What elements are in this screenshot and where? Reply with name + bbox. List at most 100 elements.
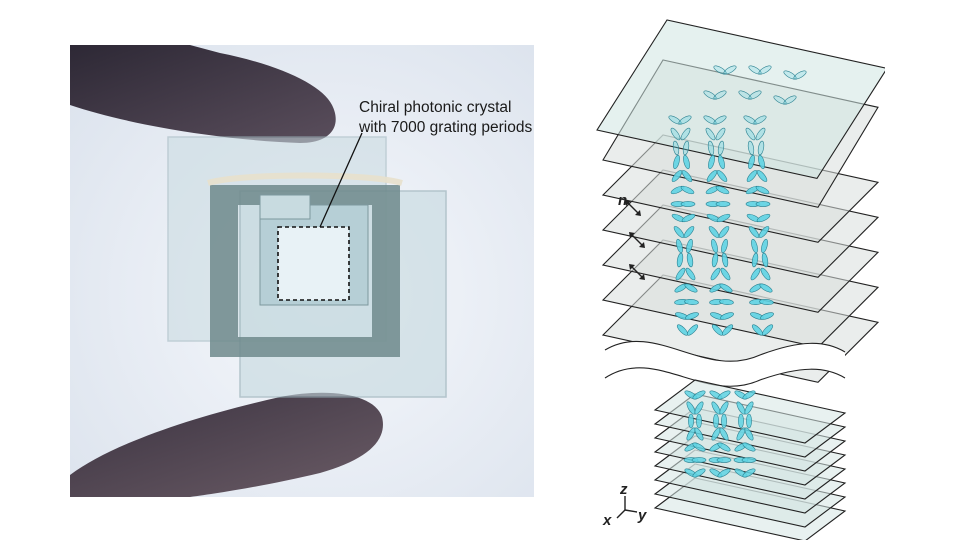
molecule (758, 226, 770, 238)
molecule (692, 442, 706, 452)
molecule (708, 226, 720, 238)
molecule (708, 154, 715, 170)
molecule (759, 283, 773, 293)
molecule (703, 115, 717, 125)
molecule (716, 170, 728, 182)
molecule (745, 127, 756, 141)
molecule (721, 413, 727, 429)
axis-y (624, 509, 638, 513)
molecule (755, 185, 770, 195)
molecule (748, 226, 760, 238)
molecule (713, 413, 719, 429)
molecule (673, 226, 685, 238)
crystal-callout: Chiral photonic crystal with 7000 gratin… (359, 98, 559, 138)
molecule (692, 390, 706, 400)
molecule (738, 413, 744, 429)
break-gap (605, 341, 845, 387)
molecule (678, 115, 692, 125)
molecule (773, 95, 787, 105)
molecule (757, 140, 765, 156)
molecule (686, 401, 696, 415)
molecule (711, 427, 721, 441)
crystal-region (277, 226, 350, 301)
molecule (706, 170, 718, 182)
molecule (718, 154, 725, 170)
molecule (748, 65, 762, 75)
molecule (711, 252, 719, 268)
axis-y-label: y (638, 507, 647, 524)
axis-z-label: z (620, 481, 628, 498)
molecule (668, 115, 682, 125)
molecule (758, 65, 772, 75)
molecule (713, 90, 727, 100)
director-arrowhead-a-2 (629, 264, 635, 270)
molecule (686, 427, 696, 441)
molecule (758, 154, 765, 170)
molecule (783, 95, 797, 105)
molecule (680, 127, 691, 141)
break-line-bottom (604, 367, 846, 387)
molecule (721, 252, 729, 268)
callout-line-1: Chiral photonic crystal (359, 99, 512, 116)
axis-x (616, 509, 626, 519)
molecule (742, 442, 756, 452)
molecule (721, 238, 728, 254)
molecule (703, 90, 717, 100)
director-arrowhead-a-0 (625, 200, 631, 206)
molecule (720, 312, 734, 320)
molecule (682, 140, 690, 156)
molecule (694, 427, 704, 441)
molecule (713, 65, 727, 75)
molecule (716, 457, 732, 463)
molecule (686, 324, 699, 336)
molecule (715, 201, 731, 207)
callout-line-2: with 7000 grating periods (359, 119, 533, 136)
director-arrow-2 (630, 265, 644, 279)
molecule (759, 299, 774, 305)
molecule (719, 299, 734, 305)
molecule (736, 427, 746, 441)
molecule (713, 115, 727, 125)
molecule (692, 468, 706, 478)
director-label: n (618, 192, 628, 209)
director-arrowhead-b-2 (639, 274, 645, 280)
sample-photo (70, 45, 534, 497)
molecule (694, 401, 704, 415)
molecule (711, 401, 721, 415)
molecule (673, 154, 680, 170)
molecule (719, 427, 729, 441)
molecule (675, 267, 686, 281)
director-arrow-1 (630, 233, 644, 247)
molecule (696, 413, 702, 429)
molecule (672, 140, 680, 156)
molecule (744, 401, 754, 415)
bottom-finger (70, 392, 383, 497)
molecule (738, 90, 752, 100)
molecule (756, 170, 768, 182)
molecule (756, 213, 771, 223)
molecule (748, 90, 762, 100)
molecule (685, 312, 699, 320)
molecule (676, 252, 684, 268)
molecule (755, 127, 766, 141)
molecule (716, 213, 731, 223)
molecule (748, 154, 755, 170)
molecule (742, 468, 756, 478)
molecule (684, 283, 698, 293)
molecule (670, 127, 681, 141)
molecule (760, 312, 774, 320)
molecule (746, 170, 758, 182)
molecule (685, 267, 696, 281)
molecule (736, 401, 746, 415)
molecule (755, 201, 771, 207)
director-arrowhead-a-1 (629, 232, 635, 238)
molecule (686, 252, 694, 268)
molecule (681, 170, 693, 182)
director-arrow-0 (626, 201, 640, 215)
molecule (683, 154, 690, 170)
molecule (686, 238, 693, 254)
molecule (671, 170, 683, 182)
layer-stack-diagram (585, 0, 888, 542)
break-line-top (604, 340, 846, 362)
top-finger (70, 45, 336, 143)
